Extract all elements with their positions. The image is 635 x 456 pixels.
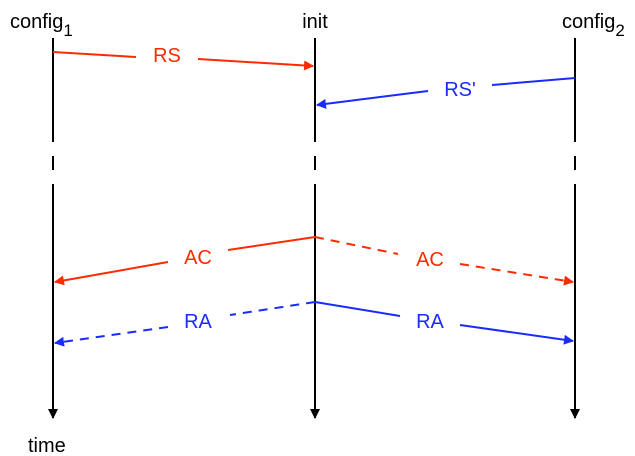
message-ac-left-label: AC [184, 247, 212, 269]
message-ac-right-line-b [459, 263, 574, 286]
message-ra-left-line-a [229, 301, 316, 316]
message-ra-right: RA [314, 301, 574, 345]
message-rs-prime-line-b [316, 90, 429, 109]
message-ra-left-label: RA [184, 311, 212, 333]
message-rs-line-b [197, 58, 314, 71]
message-rs-line-a [52, 51, 137, 58]
message-ac-left-line-a [227, 236, 316, 251]
time-label: time [28, 435, 66, 456]
message-ra-right-line-b [459, 324, 574, 345]
node-label-config2: config2 [562, 11, 625, 40]
message-ra-left: RA [54, 301, 316, 347]
message-ac-left-line-b [54, 261, 169, 286]
message-ac-right-line-a [314, 236, 399, 255]
message-rs-prime-line-a [491, 77, 576, 86]
message-rs-prime: RS' [316, 77, 576, 109]
node-label-init: init [302, 11, 328, 33]
message-rs-prime-label: RS' [444, 79, 476, 101]
message-ac-left: AC [54, 236, 316, 286]
message-ra-right-line-a [314, 301, 401, 317]
message-ac-right-label: AC [416, 249, 444, 271]
node-label-config1-subscript: 1 [63, 21, 72, 40]
message-rs: RS [52, 45, 314, 71]
message-ra-left-line-b [54, 326, 169, 347]
message-rs-label: RS [153, 45, 181, 67]
node-label-config2-subscript: 2 [615, 21, 624, 40]
node-label-config1: config1 [10, 11, 73, 40]
message-ac-right: AC [314, 236, 574, 286]
message-ra-right-label: RA [416, 311, 444, 333]
